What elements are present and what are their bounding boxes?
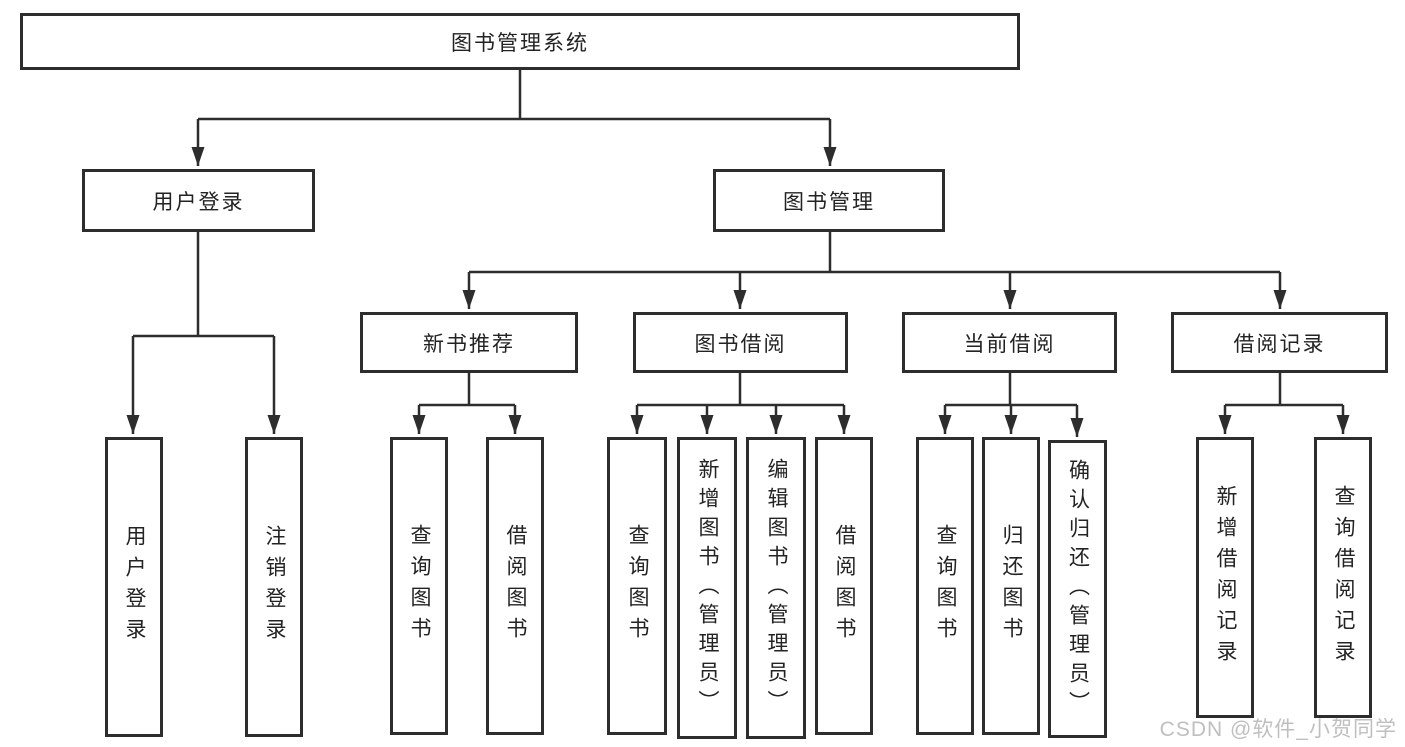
node-query-books-2: 查询图书 xyxy=(607,437,667,735)
node-borrow-books-1: 借阅图书 xyxy=(486,437,544,735)
node-query-books-1: 查询图书 xyxy=(390,437,448,735)
node-user-login-branch-label: 用户登录 xyxy=(152,190,245,214)
csdn-watermark: CSDN @软件_小贺同学 xyxy=(1159,718,1397,741)
node-borrow-books-1-label: 借阅图书 xyxy=(504,524,527,648)
node-query-borrow-record-label: 查询借阅记录 xyxy=(1332,484,1355,671)
node-query-books-3-label: 查询图书 xyxy=(934,524,957,648)
edge-user-login-bus xyxy=(133,232,274,338)
edge-book-management-bus xyxy=(469,232,1280,274)
node-borrow-books-2-label: 借阅图书 xyxy=(833,524,856,648)
edge-borrow-records-bus xyxy=(1225,373,1343,407)
node-confirm-return-admin-label: 确认归还（管理员） xyxy=(1066,458,1090,720)
node-query-books-2-label: 查询图书 xyxy=(626,524,649,648)
node-user-login-branch: 用户登录 xyxy=(82,169,315,232)
node-add-book-admin: 新增图书（管理员） xyxy=(677,437,737,739)
node-current-borrowing-label: 当前借阅 xyxy=(963,332,1056,356)
edge-root-bus xyxy=(198,70,830,121)
node-query-books-3: 查询图书 xyxy=(916,437,974,735)
node-user-login-leaf-label: 用户登录 xyxy=(123,525,146,649)
node-borrow-records: 借阅记录 xyxy=(1171,312,1388,373)
node-return-books-label: 归还图书 xyxy=(1000,524,1023,648)
node-return-books: 归还图书 xyxy=(982,437,1040,735)
node-query-borrow-record: 查询借阅记录 xyxy=(1314,437,1372,718)
node-library-system: 图书管理系统 xyxy=(20,13,1020,70)
node-user-login-leaf: 用户登录 xyxy=(105,437,163,737)
node-confirm-return-admin: 确认归还（管理员） xyxy=(1048,440,1107,738)
edge-book-borrowing-bus xyxy=(637,373,844,407)
node-new-book-recommend-label: 新书推荐 xyxy=(423,332,515,356)
node-borrow-records-label: 借阅记录 xyxy=(1233,332,1326,356)
node-logout-leaf-label: 注销登录 xyxy=(263,525,286,649)
node-library-system-label: 图书管理系统 xyxy=(451,31,589,55)
node-query-books-1-label: 查询图书 xyxy=(408,524,431,648)
edge-new-book-bus xyxy=(419,373,515,407)
node-book-management-branch-label: 图书管理 xyxy=(783,190,875,214)
node-logout-leaf: 注销登录 xyxy=(245,437,303,737)
node-add-borrow-record-label: 新增借阅记录 xyxy=(1214,484,1237,671)
node-borrow-books-2: 借阅图书 xyxy=(815,437,873,735)
node-current-borrowing: 当前借阅 xyxy=(902,312,1117,373)
node-edit-book-admin-label: 编辑图书（管理员） xyxy=(765,457,788,719)
edge-current-borrowing-bus xyxy=(945,373,1077,407)
node-new-book-recommend: 新书推荐 xyxy=(360,312,578,373)
node-edit-book-admin: 编辑图书（管理员） xyxy=(746,437,806,739)
node-book-borrowing-label: 图书借阅 xyxy=(694,332,787,356)
node-book-borrowing: 图书借阅 xyxy=(633,312,848,373)
node-add-borrow-record: 新增借阅记录 xyxy=(1196,437,1254,718)
node-book-management-branch: 图书管理 xyxy=(713,169,945,232)
connector-edges xyxy=(126,70,1350,437)
node-add-book-admin-label: 新增图书（管理员） xyxy=(696,457,719,719)
